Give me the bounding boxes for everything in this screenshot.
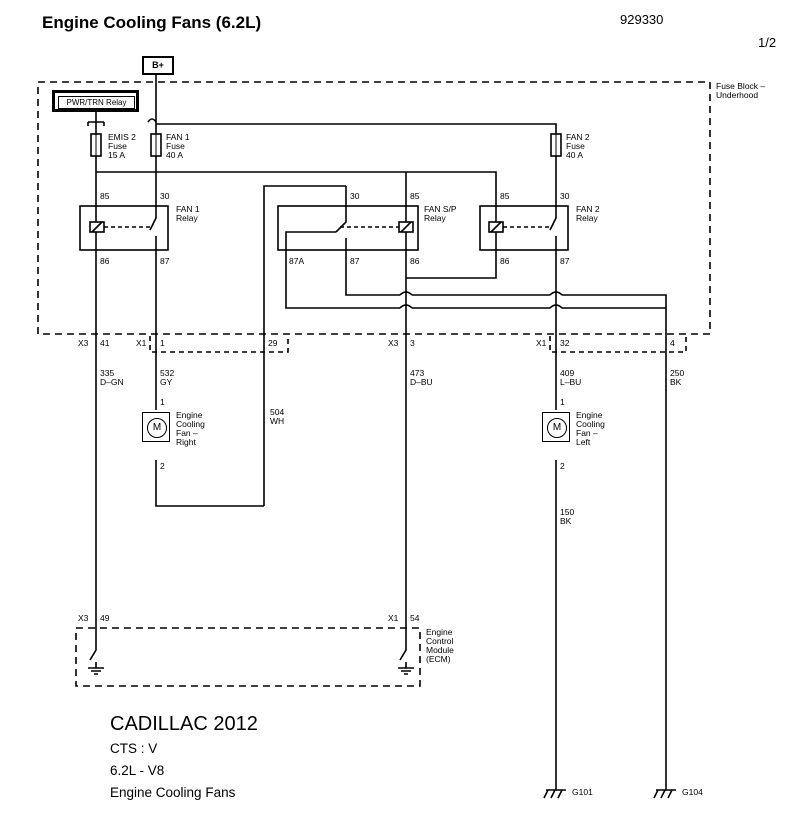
connector-label: X3 <box>78 613 89 623</box>
fan1-fuse-label: FAN 1 Fuse 40 A <box>166 132 190 160</box>
connector-label: X3 <box>388 338 399 348</box>
pin-label: 87 <box>160 256 170 266</box>
connector-x1-32-4 <box>549 336 687 353</box>
fuse-block-label: Fuse Block – Underhood <box>716 81 766 100</box>
motor-icon: M <box>547 418 567 438</box>
pin-label: 85 <box>100 191 110 201</box>
fan2-fuse-label: FAN 2 Fuse 40 A <box>566 132 590 160</box>
pin-label: 85 <box>500 191 510 201</box>
connector-pin: 1 <box>160 338 165 348</box>
connector-pin: 41 <box>100 338 110 348</box>
fan2-relay-label: FAN 2 Relay <box>576 204 600 223</box>
fan-right-label: Engine Cooling Fan – Right <box>176 410 205 447</box>
emis2-fuse-label: EMIS 2 Fuse 15 A <box>108 132 136 160</box>
connector-pin: 49 <box>100 613 110 623</box>
fan2-relay <box>479 205 569 251</box>
connector-pin: 3 <box>410 338 415 348</box>
connector-label: X1 <box>536 338 547 348</box>
fansp-relay-label: FAN S/P Relay <box>424 204 457 223</box>
wire-409: 409 L–BU <box>560 368 582 387</box>
pin-label: 30 <box>350 191 360 201</box>
pin-label: 30 <box>160 191 170 201</box>
wire-335: 335 D–GN <box>100 368 124 387</box>
fan1-relay-label: FAN 1 Relay <box>176 204 200 223</box>
wire-504: 504 WH <box>270 407 285 426</box>
fan-left-label: Engine Cooling Fan – Left <box>576 410 605 447</box>
pin-label: 1 <box>560 397 565 407</box>
motor-icon: M <box>147 418 167 438</box>
page-title: Engine Cooling Fans (6.2L) <box>42 13 262 32</box>
ecm-label: Engine Control Module (ECM) <box>426 627 454 664</box>
pin-label: 87 <box>350 256 360 266</box>
fan1-relay <box>79 205 169 251</box>
pin-label: 86 <box>410 256 420 266</box>
connector-label: X1 <box>388 613 399 623</box>
wire-532: 532 GY <box>160 368 175 387</box>
pwr-trn-relay-label: PWR/TRN Relay <box>58 96 135 109</box>
vehicle-system: Engine Cooling Fans <box>110 785 236 800</box>
connector-pin: 29 <box>268 338 278 348</box>
vehicle-model: CTS : V <box>110 741 158 756</box>
connector-x1-1-29 <box>149 336 289 353</box>
engine-cooling-fan-right-motor: M <box>142 412 170 442</box>
wire-473: 473 D–BU <box>410 368 433 387</box>
pin-label: 1 <box>160 397 165 407</box>
pin-label: 87A <box>289 256 305 266</box>
pin-label: 86 <box>100 256 110 266</box>
pwr-trn-relay: PWR/TRN Relay <box>52 90 139 112</box>
wire-250: 250 BK <box>670 368 685 387</box>
page-number: 1/2 <box>758 35 777 50</box>
fansp-relay <box>277 205 419 251</box>
pin-label: 2 <box>560 461 565 471</box>
engine-cooling-fan-left-motor: M <box>542 412 570 442</box>
battery-power-label: B+ <box>142 56 174 75</box>
connector-label: X1 <box>136 338 147 348</box>
connector-pin: 32 <box>560 338 570 348</box>
connector-label: X3 <box>78 338 89 348</box>
ground-g104-label: G104 <box>682 787 703 797</box>
connector-pin: 4 <box>670 338 675 348</box>
fuse-block-outline <box>37 81 711 335</box>
ecm-outline <box>75 627 421 687</box>
pin-label: 2 <box>160 461 165 471</box>
vehicle-make-year: CADILLAC 2012 <box>110 713 258 735</box>
pin-label: 30 <box>560 191 570 201</box>
pin-label: 86 <box>500 256 510 266</box>
pin-label: 87 <box>560 256 570 266</box>
wire-150: 150 BK <box>560 507 575 526</box>
ground-g101-label: G101 <box>572 787 593 797</box>
connector-pin: 54 <box>410 613 420 623</box>
pin-label: 85 <box>410 191 420 201</box>
document-number: 929330 <box>620 12 664 27</box>
vehicle-engine: 6.2L - V8 <box>110 763 165 778</box>
